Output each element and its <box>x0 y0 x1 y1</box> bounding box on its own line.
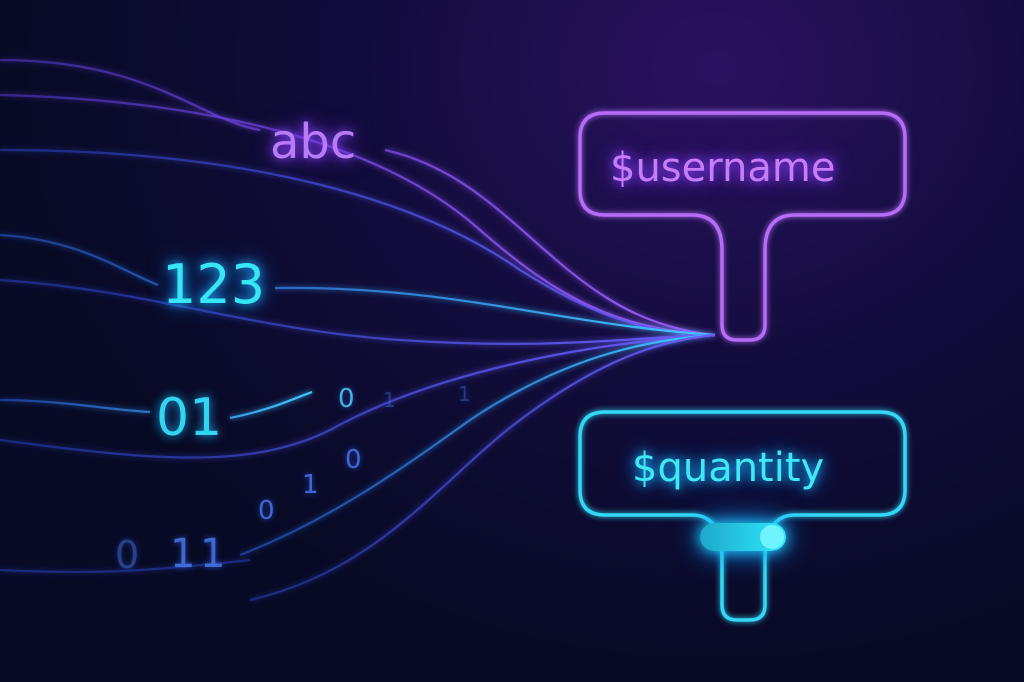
bit: 0 <box>345 445 362 475</box>
quantity-variable-label: $quantity <box>632 445 825 491</box>
stream-line <box>0 58 716 337</box>
username-funnel <box>578 111 907 342</box>
username-variable-label: $username <box>610 145 836 191</box>
bit: 1 <box>200 531 226 577</box>
stream-line <box>0 148 716 337</box>
stream-line <box>249 333 716 602</box>
stream-line <box>239 333 716 557</box>
bit: 1 <box>383 388 396 412</box>
number-input-123: 123 <box>162 253 266 316</box>
bit: 1 <box>458 382 471 406</box>
text-input-abc: abc <box>270 114 357 170</box>
binary-input-01: 01 <box>156 388 223 448</box>
stream-line <box>0 233 716 337</box>
quantity-toggle[interactable] <box>700 523 786 551</box>
bit: 0 <box>115 533 140 577</box>
stream-line <box>0 278 716 346</box>
stream-line <box>0 390 313 420</box>
stream-line <box>0 93 716 337</box>
bit: 1 <box>302 470 319 500</box>
bit: 1 <box>170 531 196 577</box>
stream-line <box>0 558 251 574</box>
toggle-knob <box>760 525 784 549</box>
stream-line <box>0 333 716 459</box>
quantity-funnel <box>578 410 907 622</box>
bit: 0 <box>258 496 275 526</box>
bit: 0 <box>338 384 355 414</box>
